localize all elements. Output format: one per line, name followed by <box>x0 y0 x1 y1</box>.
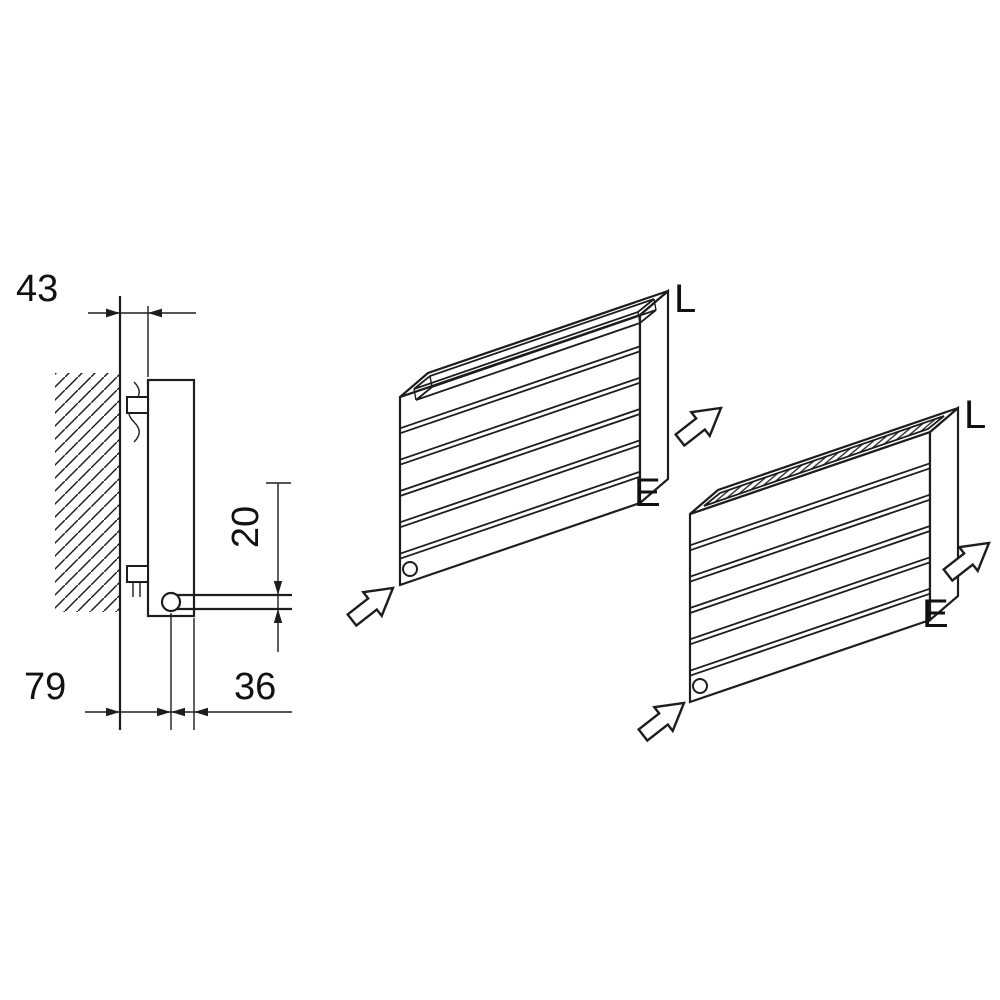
isometric-radiator-grille-top: L E <box>688 393 986 704</box>
bottom-wall-bracket <box>126 565 149 583</box>
dimension-wall-to-radiator: 43 <box>16 268 196 377</box>
valve-circle <box>402 561 418 577</box>
radiator-side-profile <box>146 378 196 618</box>
front-slats <box>399 345 641 560</box>
top-grille <box>703 415 945 507</box>
pipe-valve-circle <box>160 591 182 613</box>
dim-20-label: 20 <box>225 506 267 548</box>
airflow-arrow-inlet-2 <box>632 689 695 749</box>
isometric-radiator-open-top: L E <box>398 277 696 587</box>
label-inlet-E: E <box>922 592 949 636</box>
dimension-pipe-offset: 20 <box>225 482 291 652</box>
airflow-arrow-outlet-1 <box>669 394 732 454</box>
valve-circle <box>692 678 708 694</box>
airflow-arrow-inlet-1 <box>341 574 404 634</box>
side-view-drawing: 43 20 79 36 <box>16 268 292 730</box>
top-wall-bracket <box>126 396 149 414</box>
dim-43-label: 43 <box>16 268 58 310</box>
right-end-face <box>928 405 960 623</box>
wall-hatch <box>55 373 119 612</box>
dimension-bottom-chain: 79 36 <box>24 613 292 730</box>
label-outlet-L: L <box>964 393 986 437</box>
dim-36-label: 36 <box>234 666 276 708</box>
dim-79-label: 79 <box>24 666 66 708</box>
label-outlet-L: L <box>674 277 696 321</box>
label-inlet-E: E <box>634 471 661 515</box>
front-slats <box>689 462 931 677</box>
